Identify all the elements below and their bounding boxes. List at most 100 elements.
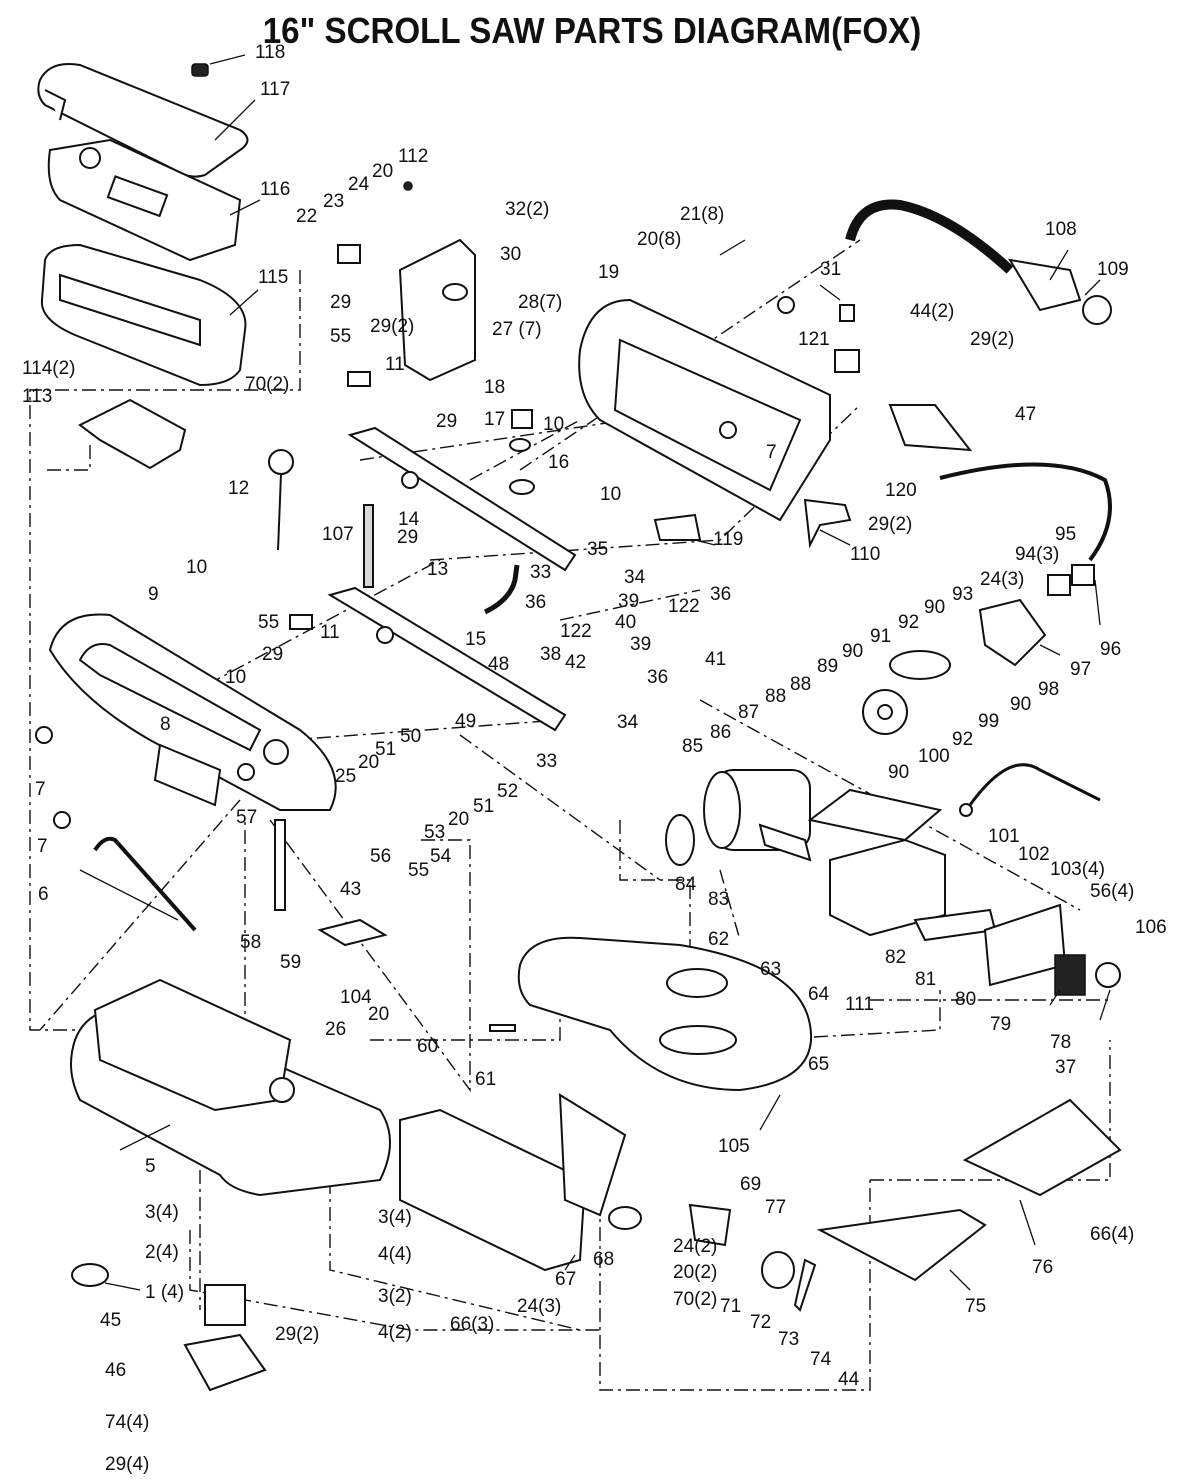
callout-74a: 74: [810, 1349, 832, 1370]
callout-55b: 55: [258, 612, 279, 633]
part-9-lower-arm-frame: [48, 613, 337, 811]
callout-39a: 39: [618, 591, 639, 612]
part-107-spring: [363, 504, 374, 588]
callout-27: 27 (7): [492, 319, 542, 340]
callout-29f: 29(2): [970, 329, 1014, 350]
callout-62: 62: [708, 929, 729, 950]
callout-50: 50: [400, 726, 421, 747]
part-19-upper-housing: [578, 298, 831, 522]
part-117-table-cover: [37, 63, 249, 178]
part-13-lower-arm: [327, 586, 567, 732]
callout-89: 89: [817, 656, 838, 677]
callout-24a: 24: [348, 174, 370, 195]
callout-115: 115: [258, 267, 288, 288]
part-115-base-pan: [40, 243, 247, 387]
callout-108: 108: [1045, 219, 1077, 240]
part-113-bracket: [78, 398, 187, 470]
part-23-clamp: [337, 244, 361, 264]
callout-36b: 36: [710, 584, 731, 605]
callout-16: 16: [548, 452, 569, 473]
callout-59: 59: [280, 952, 301, 973]
part-61-pin: [489, 1024, 516, 1032]
callout-11b: 11: [320, 622, 340, 643]
part-31-bracket: [839, 304, 855, 322]
callout-42: 42: [565, 652, 586, 673]
callout-101: 101: [988, 826, 1020, 847]
callout-51b: 51: [473, 796, 494, 817]
callout-47: 47: [1015, 404, 1036, 425]
callout-24b: 24(3): [980, 569, 1024, 590]
callout-10d: 10: [600, 484, 621, 505]
callout-29b: 29(2): [370, 316, 414, 337]
callout-69: 69: [740, 1174, 761, 1195]
callout-3b: 3(4): [378, 1207, 412, 1228]
part-118-screw: [191, 63, 209, 77]
callout-43: 43: [340, 879, 361, 900]
part-95-96-plugs: [1047, 564, 1095, 596]
part-6-blade: [93, 836, 197, 932]
callout-18: 18: [484, 377, 505, 398]
callout-117: 117: [260, 79, 290, 100]
callout-20b: 20: [358, 752, 379, 773]
callout-1: 1 (4): [145, 1282, 184, 1303]
callout-49: 49: [455, 711, 476, 732]
callout-88b: 88: [765, 686, 786, 707]
callout-24d: 24(2): [673, 1236, 717, 1257]
callout-51a: 51: [375, 739, 396, 760]
callout-33b: 33: [536, 751, 557, 772]
callout-46: 46: [105, 1360, 126, 1381]
callout-114: 114(2): [22, 358, 76, 379]
part-86-motor: [703, 769, 812, 862]
callout-13: 13: [427, 559, 448, 580]
callout-80: 80: [955, 989, 976, 1010]
callout-9: 9: [148, 584, 159, 605]
callout-90d: 90: [888, 762, 909, 783]
callout-122a: 122: [560, 621, 592, 642]
callout-24c: 24(3): [517, 1296, 561, 1317]
callout-66a: 66(3): [450, 1314, 494, 1335]
part-116-tray: [47, 138, 242, 262]
part-75-76-stand: [816, 1098, 1122, 1282]
callout-4b: 4(2): [378, 1322, 412, 1343]
callout-90b: 90: [842, 641, 863, 662]
callout-15: 15: [465, 629, 486, 650]
callout-29g: 29(2): [868, 514, 912, 535]
callout-60: 60: [417, 1036, 438, 1057]
callout-3a: 3(4): [145, 1202, 179, 1223]
callout-84: 84: [675, 874, 697, 895]
callout-107: 107: [322, 524, 354, 545]
callout-26: 26: [325, 1019, 346, 1040]
callout-77: 77: [765, 1197, 786, 1218]
part-59-hold-down: [317, 918, 388, 947]
callout-14: 14: [398, 509, 420, 530]
callout-93: 93: [952, 584, 973, 605]
callout-labels: 118 117 116 115 114(2) 113 70(2) 22 23 2…: [22, 42, 1167, 1475]
part-12-tension-knob: [268, 449, 294, 551]
callout-74b: 74(4): [105, 1412, 149, 1433]
callout-56a: 56: [370, 846, 391, 867]
part-14-upper-arm: [347, 426, 577, 572]
part-7-bumpers: [35, 296, 795, 829]
callout-90a: 90: [924, 597, 945, 618]
callout-23: 23: [323, 191, 344, 212]
callout-25: 25: [335, 766, 356, 787]
callout-63: 63: [760, 959, 781, 980]
callout-116: 116: [260, 179, 290, 200]
callout-3c: 3(2): [378, 1286, 412, 1307]
part-30-guard: [398, 238, 476, 382]
callout-29e: 29: [262, 644, 283, 665]
part-45-46-clamp-box: [183, 1284, 267, 1392]
callout-12: 12: [228, 478, 249, 499]
part-82-motor-box: [807, 788, 946, 937]
part-92-100-pulley: [862, 650, 951, 735]
part-84-fan: [665, 814, 695, 866]
part-58-post: [274, 819, 286, 911]
callout-29a: 29: [330, 292, 351, 313]
callout-87: 87: [738, 702, 759, 723]
callout-29i: 29(4): [105, 1454, 149, 1475]
callout-8: 8: [160, 714, 171, 735]
callout-29c: 29: [436, 411, 457, 432]
callout-48: 48: [488, 654, 509, 675]
callout-52: 52: [497, 781, 518, 802]
